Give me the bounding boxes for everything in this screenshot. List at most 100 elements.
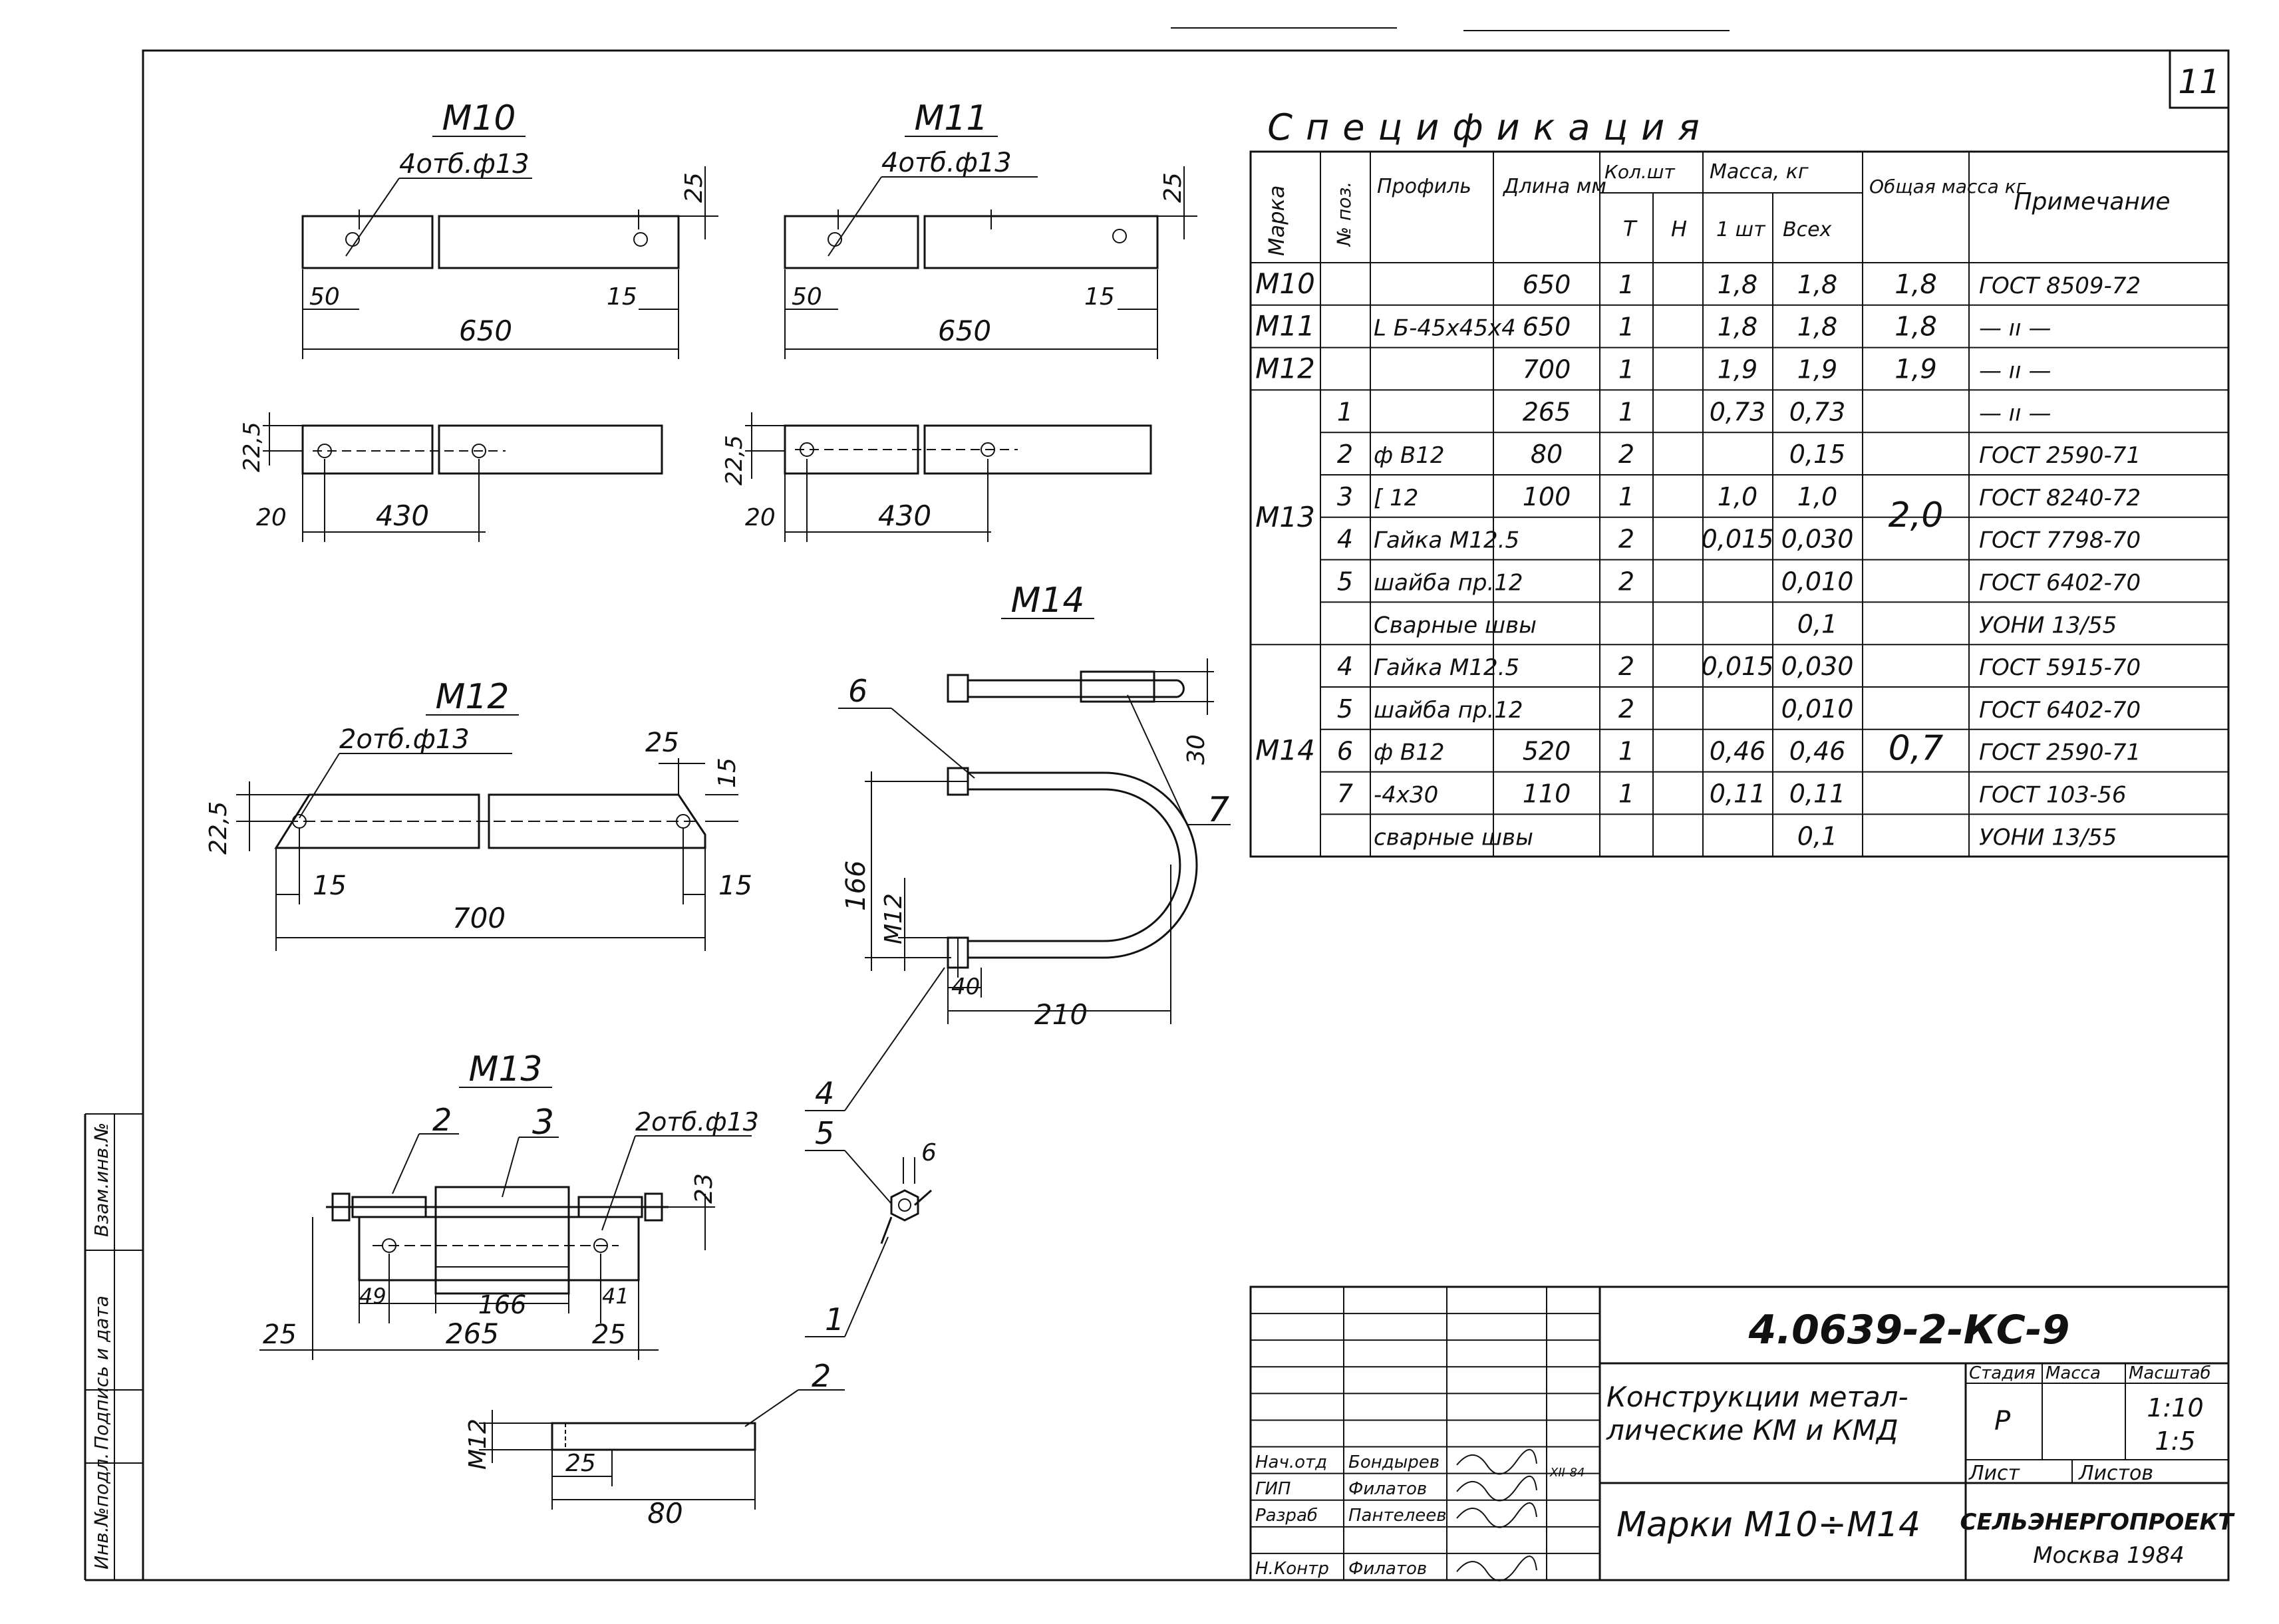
m13-label: М13 (468, 1049, 542, 1089)
spec-cell-all: 0,010 (1781, 567, 1854, 597)
spec-cell-marka: М14 (1255, 734, 1315, 767)
spec-cell-note: ГОСТ 2590-71 (1979, 740, 2141, 766)
m12-dim-top: 25 (645, 728, 679, 758)
spec-cell-one: 1,0 (1718, 482, 1757, 511)
spec-cell-profile: Сварные швы (1374, 612, 1537, 638)
spec-cell-note: ГОСТ 8240-72 (1979, 485, 2141, 511)
spec-cell-total: 2,0 (1889, 495, 1944, 535)
m10-dim-offset: 50 (309, 283, 340, 311)
spec-cell-pos: 6 (1337, 737, 1353, 766)
tb-sheet-name: Марки М10÷М14 (1616, 1505, 1920, 1545)
spec-cell-one: 0,015 (1702, 525, 1774, 554)
spec-cell-t: 1 (1618, 270, 1634, 299)
tb-code: 4.0639-2-КС-9 (1748, 1307, 2070, 1353)
spec-cell-note: — ıı — (1979, 400, 2051, 426)
spec-cell-all: 0,010 (1781, 694, 1854, 724)
m11-dim-offset: 50 (792, 283, 822, 311)
signature-mark (1456, 1502, 1537, 1528)
spec-cell-one: 1,8 (1718, 270, 1757, 299)
spec-cell-one: 0,46 (1710, 737, 1766, 766)
m13-dim-b: 41 (602, 1284, 629, 1309)
m14-dim-height: 166 (841, 861, 871, 911)
m13-callout-2: 2 (432, 1102, 452, 1138)
m12-dim-end: 15 (718, 871, 752, 901)
spec-cell-profile: ф В12 (1374, 740, 1444, 766)
spec-cell-marka: М10 (1255, 267, 1315, 300)
m14-dim-thread: М12 (880, 893, 907, 944)
spec-cell-pos: 1 (1337, 397, 1353, 426)
m14-callout-7: 7 (1207, 790, 1229, 830)
m10-label: М10 (442, 98, 516, 138)
spec-cell-total: 1,8 (1895, 312, 1937, 342)
spec-cell-marka: М11 (1255, 310, 1315, 342)
m12-dim-start: 15 (313, 871, 347, 901)
tb-title-2: лические КМ и КМД (1606, 1414, 1899, 1446)
m14-dim-plate: 30 (1183, 734, 1210, 765)
tb-person-name: Филатов (1348, 1479, 1427, 1499)
sidebar-inv: Инв.№подл. (90, 1453, 112, 1569)
m11b-dim-spacing: 430 (878, 499, 931, 532)
tb-scale-1: 1:10 (2147, 1393, 2203, 1422)
m13-dim-inner: 166 (478, 1290, 527, 1319)
spec-h-profile: Профиль (1377, 175, 1471, 198)
spec-cell-note: ГОСТ 6402-70 (1979, 697, 2141, 724)
tb-person-name: Бондырев (1348, 1452, 1440, 1472)
sidebar-sign: Подпись и дата (90, 1295, 112, 1450)
rod-dim-thread: М12 (464, 1419, 492, 1470)
spec-cell-length: 650 (1523, 313, 1571, 342)
spec-cell-note: ГОСТ 8509-72 (1979, 273, 2141, 299)
spec-cell-length: 650 (1523, 270, 1571, 299)
tb-person-name: Пантелеев (1348, 1506, 1447, 1526)
spec-cell-note: УОНИ 13/55 (1979, 612, 2117, 638)
m14-callout-5: 5 (815, 1115, 834, 1151)
m11-label: М11 (914, 98, 988, 138)
m14-callout-6: 6 (848, 673, 867, 709)
m11b-dim-start: 20 (745, 504, 776, 531)
m12-dim-length: 700 (452, 902, 506, 934)
m10b-dim-spacing: 430 (376, 499, 429, 532)
spec-cell-marka: М13 (1255, 501, 1315, 533)
spec-cell-pos: 5 (1337, 567, 1353, 597)
tb-scale-label: Масштаб (2129, 1363, 2211, 1383)
spec-cell-profile: L Б-45х45х4 (1374, 315, 1516, 342)
m12-label: М12 (435, 677, 509, 717)
m11-holes: 4отб.ф13 (881, 148, 1012, 178)
m10b-dim-height: 22,5 (239, 422, 265, 472)
spec-cell-profile: ф В12 (1374, 442, 1444, 469)
spec-cell-all: 0,11 (1789, 779, 1846, 809)
spec-cell-note: ГОСТ 6402-70 (1979, 570, 2141, 597)
spec-cell-total: 1,8 (1895, 269, 1937, 300)
signature-mark (1456, 1475, 1537, 1502)
m10-holes: 4отб.ф13 (399, 149, 530, 180)
tb-city: Москва 1984 (2033, 1542, 2185, 1569)
spec-h-mass-one: 1 шт (1716, 218, 1766, 241)
spec-cell-t: 2 (1618, 440, 1634, 469)
m12-dim-height: 22,5 (205, 801, 232, 855)
rod-dim-length: 80 (647, 1497, 683, 1530)
spec-cell-length: 100 (1523, 482, 1571, 511)
spec-h-marka: Марка (1264, 186, 1289, 256)
spec-cell-length: 700 (1523, 355, 1571, 384)
spec-cell-t: 1 (1618, 482, 1634, 511)
m13-dim-a: 49 (359, 1284, 386, 1309)
m13-dim-total: 265 (446, 1317, 499, 1350)
spec-h-pos: № поз. (1333, 182, 1355, 247)
spec-cell-all: 1,8 (1797, 270, 1837, 299)
tb-org: СЕЛЬЭНЕРГОПРОЕКТ (1960, 1509, 2236, 1536)
spec-h-total: Общая масса кг (1869, 176, 2026, 198)
tb-sheet-label: Лист (1968, 1462, 2021, 1485)
m14-callout-4: 4 (815, 1075, 834, 1111)
spec-cell-t: 1 (1618, 737, 1634, 766)
tb-person-role: Н.Контр (1255, 1559, 1329, 1579)
m11b-dim-height: 22,5 (721, 435, 748, 485)
spec-cell-pos: 7 (1337, 779, 1353, 809)
spec-cell-all: 0,73 (1789, 397, 1846, 426)
spec-cell-profile: шайба пр.12 (1374, 570, 1523, 597)
m13-holes: 2отб.ф13 (635, 1107, 759, 1137)
m13-dim-left: 25 (263, 1319, 297, 1350)
spec-cell-t: 1 (1618, 313, 1634, 342)
rod-dim-t: 25 (565, 1450, 596, 1477)
spec-cell-all: 0,15 (1789, 440, 1846, 469)
m11-dim-length: 650 (938, 315, 991, 347)
